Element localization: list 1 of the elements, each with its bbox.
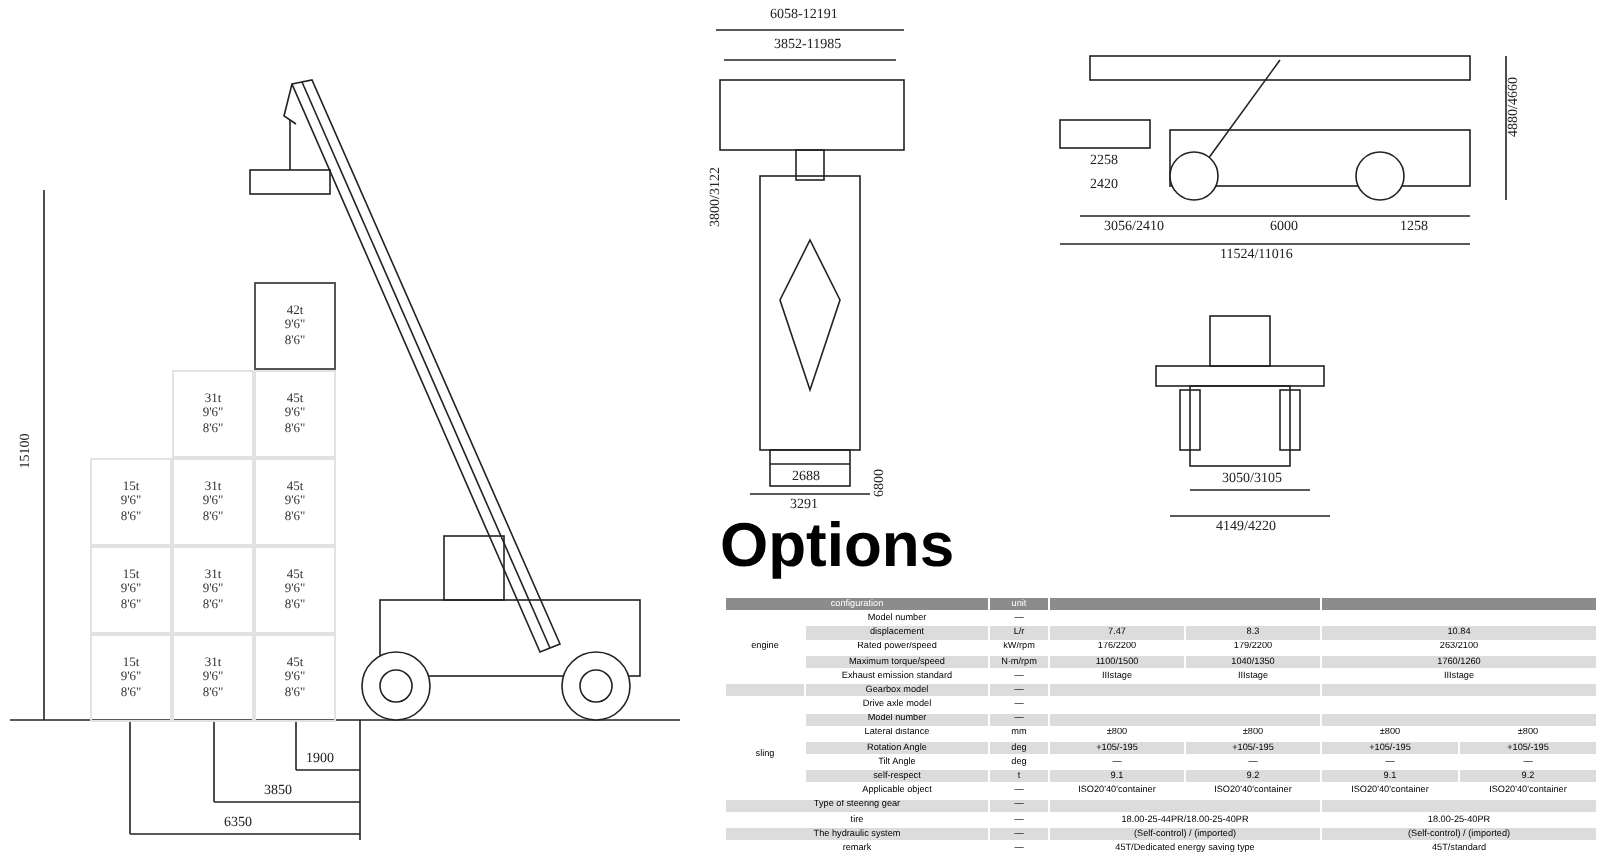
heading: Options	[720, 510, 955, 582]
